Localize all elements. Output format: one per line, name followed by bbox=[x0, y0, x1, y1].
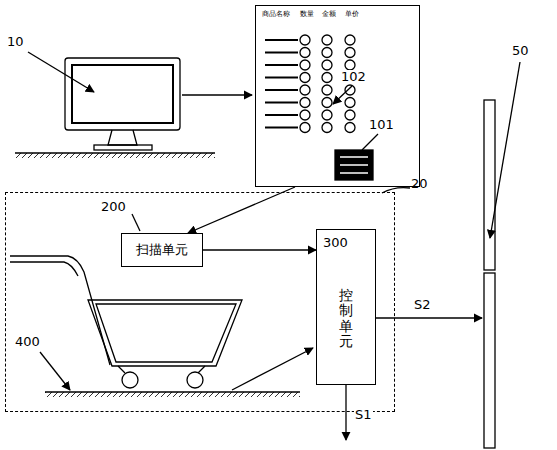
callout-number: 50 bbox=[511, 44, 530, 58]
cart-wheel bbox=[122, 372, 138, 388]
connector-arrow bbox=[203, 249, 316, 250]
process-box: 控制单元 bbox=[316, 229, 376, 385]
cart-handle bbox=[10, 256, 110, 365]
arrow bbox=[232, 348, 313, 390]
cart-basket bbox=[96, 304, 236, 362]
door bbox=[484, 273, 495, 448]
system-region: 20扫描单元控制单元 bbox=[5, 192, 395, 412]
callout-number: 200 bbox=[100, 200, 127, 214]
node-text: 扫描单元 bbox=[136, 243, 188, 257]
node-text: 控制单元 bbox=[339, 288, 353, 350]
callout-number: 400 bbox=[14, 335, 41, 349]
callout-number: 101 bbox=[368, 118, 395, 132]
monitor-screen bbox=[65, 58, 180, 130]
leader-line bbox=[333, 86, 352, 104]
cart-wheel bbox=[187, 372, 203, 388]
node-text: 20 bbox=[411, 177, 428, 191]
monitor-stand bbox=[108, 130, 137, 145]
signal-name: S1 bbox=[354, 408, 373, 422]
node-text: 数量 bbox=[300, 11, 314, 19]
callout-number: 300 bbox=[322, 236, 349, 250]
monitor-base bbox=[94, 145, 152, 150]
leader-line bbox=[132, 214, 140, 231]
display-panel: 商品名称 数量金额 单价 bbox=[255, 5, 420, 187]
leader-line bbox=[40, 352, 70, 390]
panel-slot bbox=[335, 150, 373, 180]
leader-line bbox=[490, 62, 520, 238]
cart-handle bbox=[10, 262, 78, 276]
node-text: 商品名称 bbox=[262, 11, 290, 19]
arrow bbox=[182, 94, 252, 95]
callout-number: 10 bbox=[6, 35, 25, 49]
node-text: 单价 bbox=[345, 11, 359, 19]
signal-arrow bbox=[376, 317, 482, 318]
leader-line bbox=[28, 52, 94, 92]
signal-name: S2 bbox=[413, 298, 432, 312]
callout-number: 102 bbox=[340, 70, 367, 84]
leader-line bbox=[362, 134, 378, 150]
signal-arrow bbox=[345, 384, 346, 440]
door bbox=[484, 100, 495, 270]
node-text: 金额 bbox=[322, 11, 336, 19]
process-box: 扫描单元 bbox=[121, 233, 203, 267]
cart-basket bbox=[88, 300, 242, 366]
monitor-inner bbox=[72, 65, 173, 123]
connector-arrow bbox=[188, 187, 295, 233]
